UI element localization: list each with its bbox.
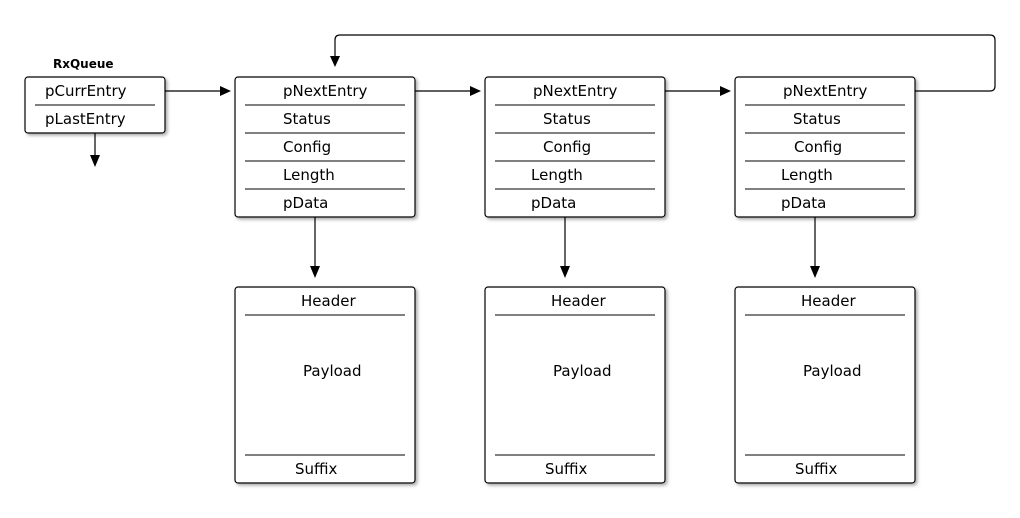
buffer-box: [734, 286, 916, 484]
queue-field-plastentry: pLastEntry: [45, 110, 126, 128]
entry-field-status: Status: [283, 110, 331, 128]
entry-field-pnextentry: pNextEntry: [533, 82, 617, 100]
pdata-arrow-3: [810, 217, 820, 278]
rx-queue: RxQueue pCurrEntry pLastEntry: [24, 57, 166, 134]
entry-field-pnextentry: pNextEntry: [283, 82, 367, 100]
entry-field-status: Status: [543, 110, 591, 128]
entry-field-pdata: pData: [531, 194, 576, 212]
entry-field-length: Length: [781, 166, 833, 184]
queue-field-pcurrentry: pCurrEntry: [45, 82, 127, 100]
buffer-header: Header: [801, 292, 856, 310]
entry-field-status: Status: [793, 110, 841, 128]
entry-1: pNextEntry Status Config Length pData: [234, 76, 416, 218]
buffer-2: Header Payload Suffix: [484, 286, 666, 484]
next-entry-arrow-2: [665, 86, 731, 96]
pdata-arrow-1: [310, 217, 320, 278]
entry-2: pNextEntry Status Config Length pData: [484, 76, 666, 218]
buffer-box: [484, 286, 666, 484]
buffer-payload: Payload: [303, 362, 362, 380]
buffer-header: Header: [551, 292, 606, 310]
buffer-3: Header Payload Suffix: [734, 286, 916, 484]
buffer-suffix: Suffix: [795, 460, 838, 478]
entry-field-pdata: pData: [283, 194, 328, 212]
buffer-payload: Payload: [803, 362, 862, 380]
entry-box: [734, 76, 916, 218]
entry-field-pnextentry: pNextEntry: [783, 82, 867, 100]
buffer-header: Header: [301, 292, 356, 310]
wraparound-arrow: [330, 34, 996, 92]
entry-field-pdata: pData: [781, 194, 826, 212]
entry-field-config: Config: [283, 138, 331, 156]
entry-box: [484, 76, 666, 218]
entry-field-length: Length: [283, 166, 335, 184]
entry-box: [234, 76, 416, 218]
entry-field-length: Length: [531, 166, 583, 184]
plastentry-arrow: [90, 133, 100, 167]
rx-queue-title: RxQueue: [53, 57, 114, 71]
buffer-payload: Payload: [553, 362, 612, 380]
next-entry-arrow-1: [415, 86, 481, 96]
buffer-1: Header Payload Suffix: [234, 286, 416, 484]
pcurrentry-arrow: [165, 86, 231, 96]
buffer-suffix: Suffix: [545, 460, 588, 478]
buffer-suffix: Suffix: [295, 460, 338, 478]
entry-field-config: Config: [794, 138, 842, 156]
entry-3: pNextEntry Status Config Length pData: [734, 76, 916, 218]
buffer-box: [234, 286, 416, 484]
entry-field-config: Config: [543, 138, 591, 156]
pdata-arrow-2: [560, 217, 570, 278]
